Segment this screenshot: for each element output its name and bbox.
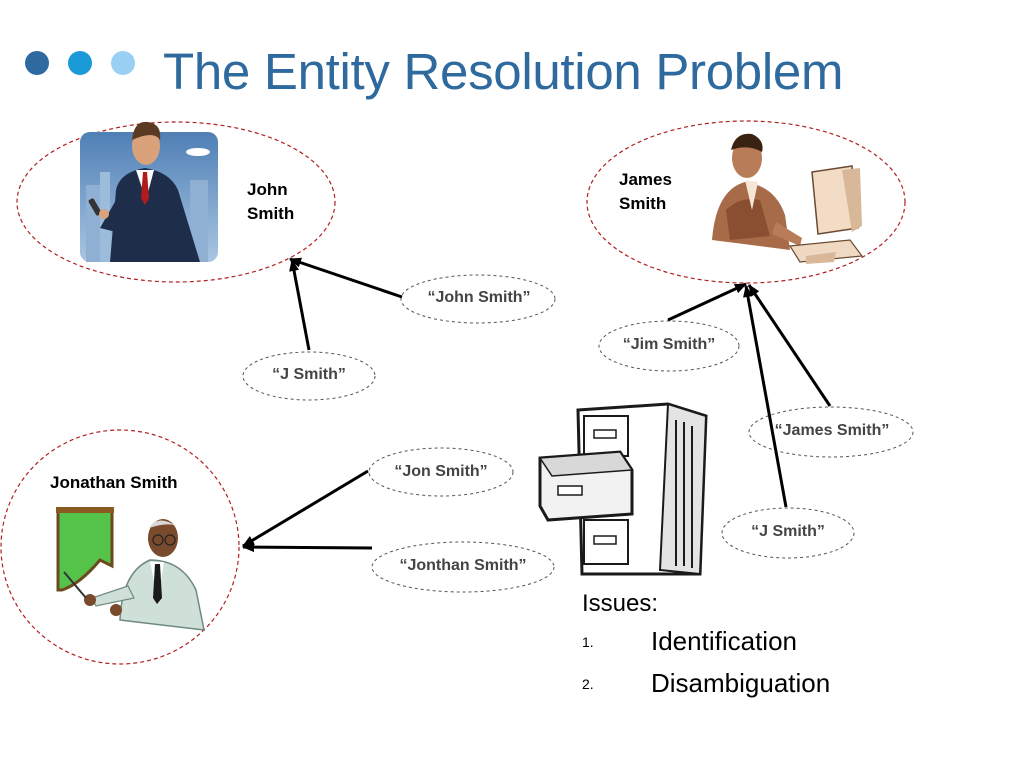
alias-jon-smith-ellipse (368, 447, 514, 497)
alias-j-smith-1: “J Smith” (272, 366, 346, 383)
alias-j-smith-1-ellipse (242, 351, 376, 401)
alias-john-smith: “John Smith” (427, 289, 531, 306)
arrow-jonthan-smith-to-jonathan (242, 542, 373, 553)
alias-james-smith: “James Smith” (774, 422, 890, 439)
issues-item-identification: 1. Identification (582, 620, 797, 662)
arrow-j-smith-to-john (289, 259, 311, 351)
alias-john-smith-ellipse (400, 274, 556, 324)
arrow-jon-smith-to-jonathan (242, 469, 369, 548)
alias-jonthan-smith: “Jonthan Smith” (399, 557, 527, 574)
arrow-jim-smith-to-james (667, 282, 747, 322)
header-dot-2 (68, 51, 92, 75)
entity-jonathan-name: Jonathan Smith (50, 473, 178, 492)
issues-item-label: Identification (651, 626, 797, 656)
entity-jonathan-ellipse (0, 429, 240, 665)
alias-jim-smith: “Jim Smith” (622, 336, 716, 353)
issues-item-number: 1. (582, 634, 594, 650)
header-dot-1 (25, 51, 49, 75)
entity-james-name-line1: James (619, 170, 672, 189)
entity-james-ellipse (586, 120, 906, 284)
issues-list: Issues: 1. Identification 2. Disambiguat… (582, 588, 830, 704)
issues-heading: Issues: (582, 590, 659, 617)
slide-title: The Entity Resolution Problem (163, 43, 844, 100)
alias-jon-smith: “Jon Smith” (394, 463, 488, 480)
entity-john-name-line2: Smith (247, 204, 295, 223)
entity-james-name: James Smith (619, 168, 672, 216)
businessman-phone-icon (80, 121, 218, 262)
man-at-computer-icon (712, 133, 864, 264)
header-dot-3 (111, 51, 135, 75)
arrow-j-smith-2-to-james (743, 285, 788, 508)
presenter-at-board-icon (56, 507, 205, 631)
entity-john-ellipse (16, 121, 336, 283)
issues-item-number: 2. (582, 676, 594, 692)
entity-james-name-line2: Smith (619, 194, 667, 213)
alias-james-smith-ellipse (748, 406, 914, 458)
entity-john-name-line1: John (247, 180, 288, 199)
issues-item-disambiguation: 2. Disambiguation (582, 662, 830, 704)
issues-item-label: Disambiguation (651, 668, 831, 698)
alias-j-smith-2-ellipse (721, 507, 855, 559)
entity-john-name: John Smith (247, 178, 294, 226)
alias-jonthan-smith-ellipse (371, 541, 555, 593)
alias-j-smith-2: “J Smith” (751, 523, 825, 540)
arrow-james-smith-to-james (747, 284, 832, 407)
arrow-john-smith-to-john (289, 257, 403, 299)
filing-cabinet-icon (538, 402, 708, 576)
